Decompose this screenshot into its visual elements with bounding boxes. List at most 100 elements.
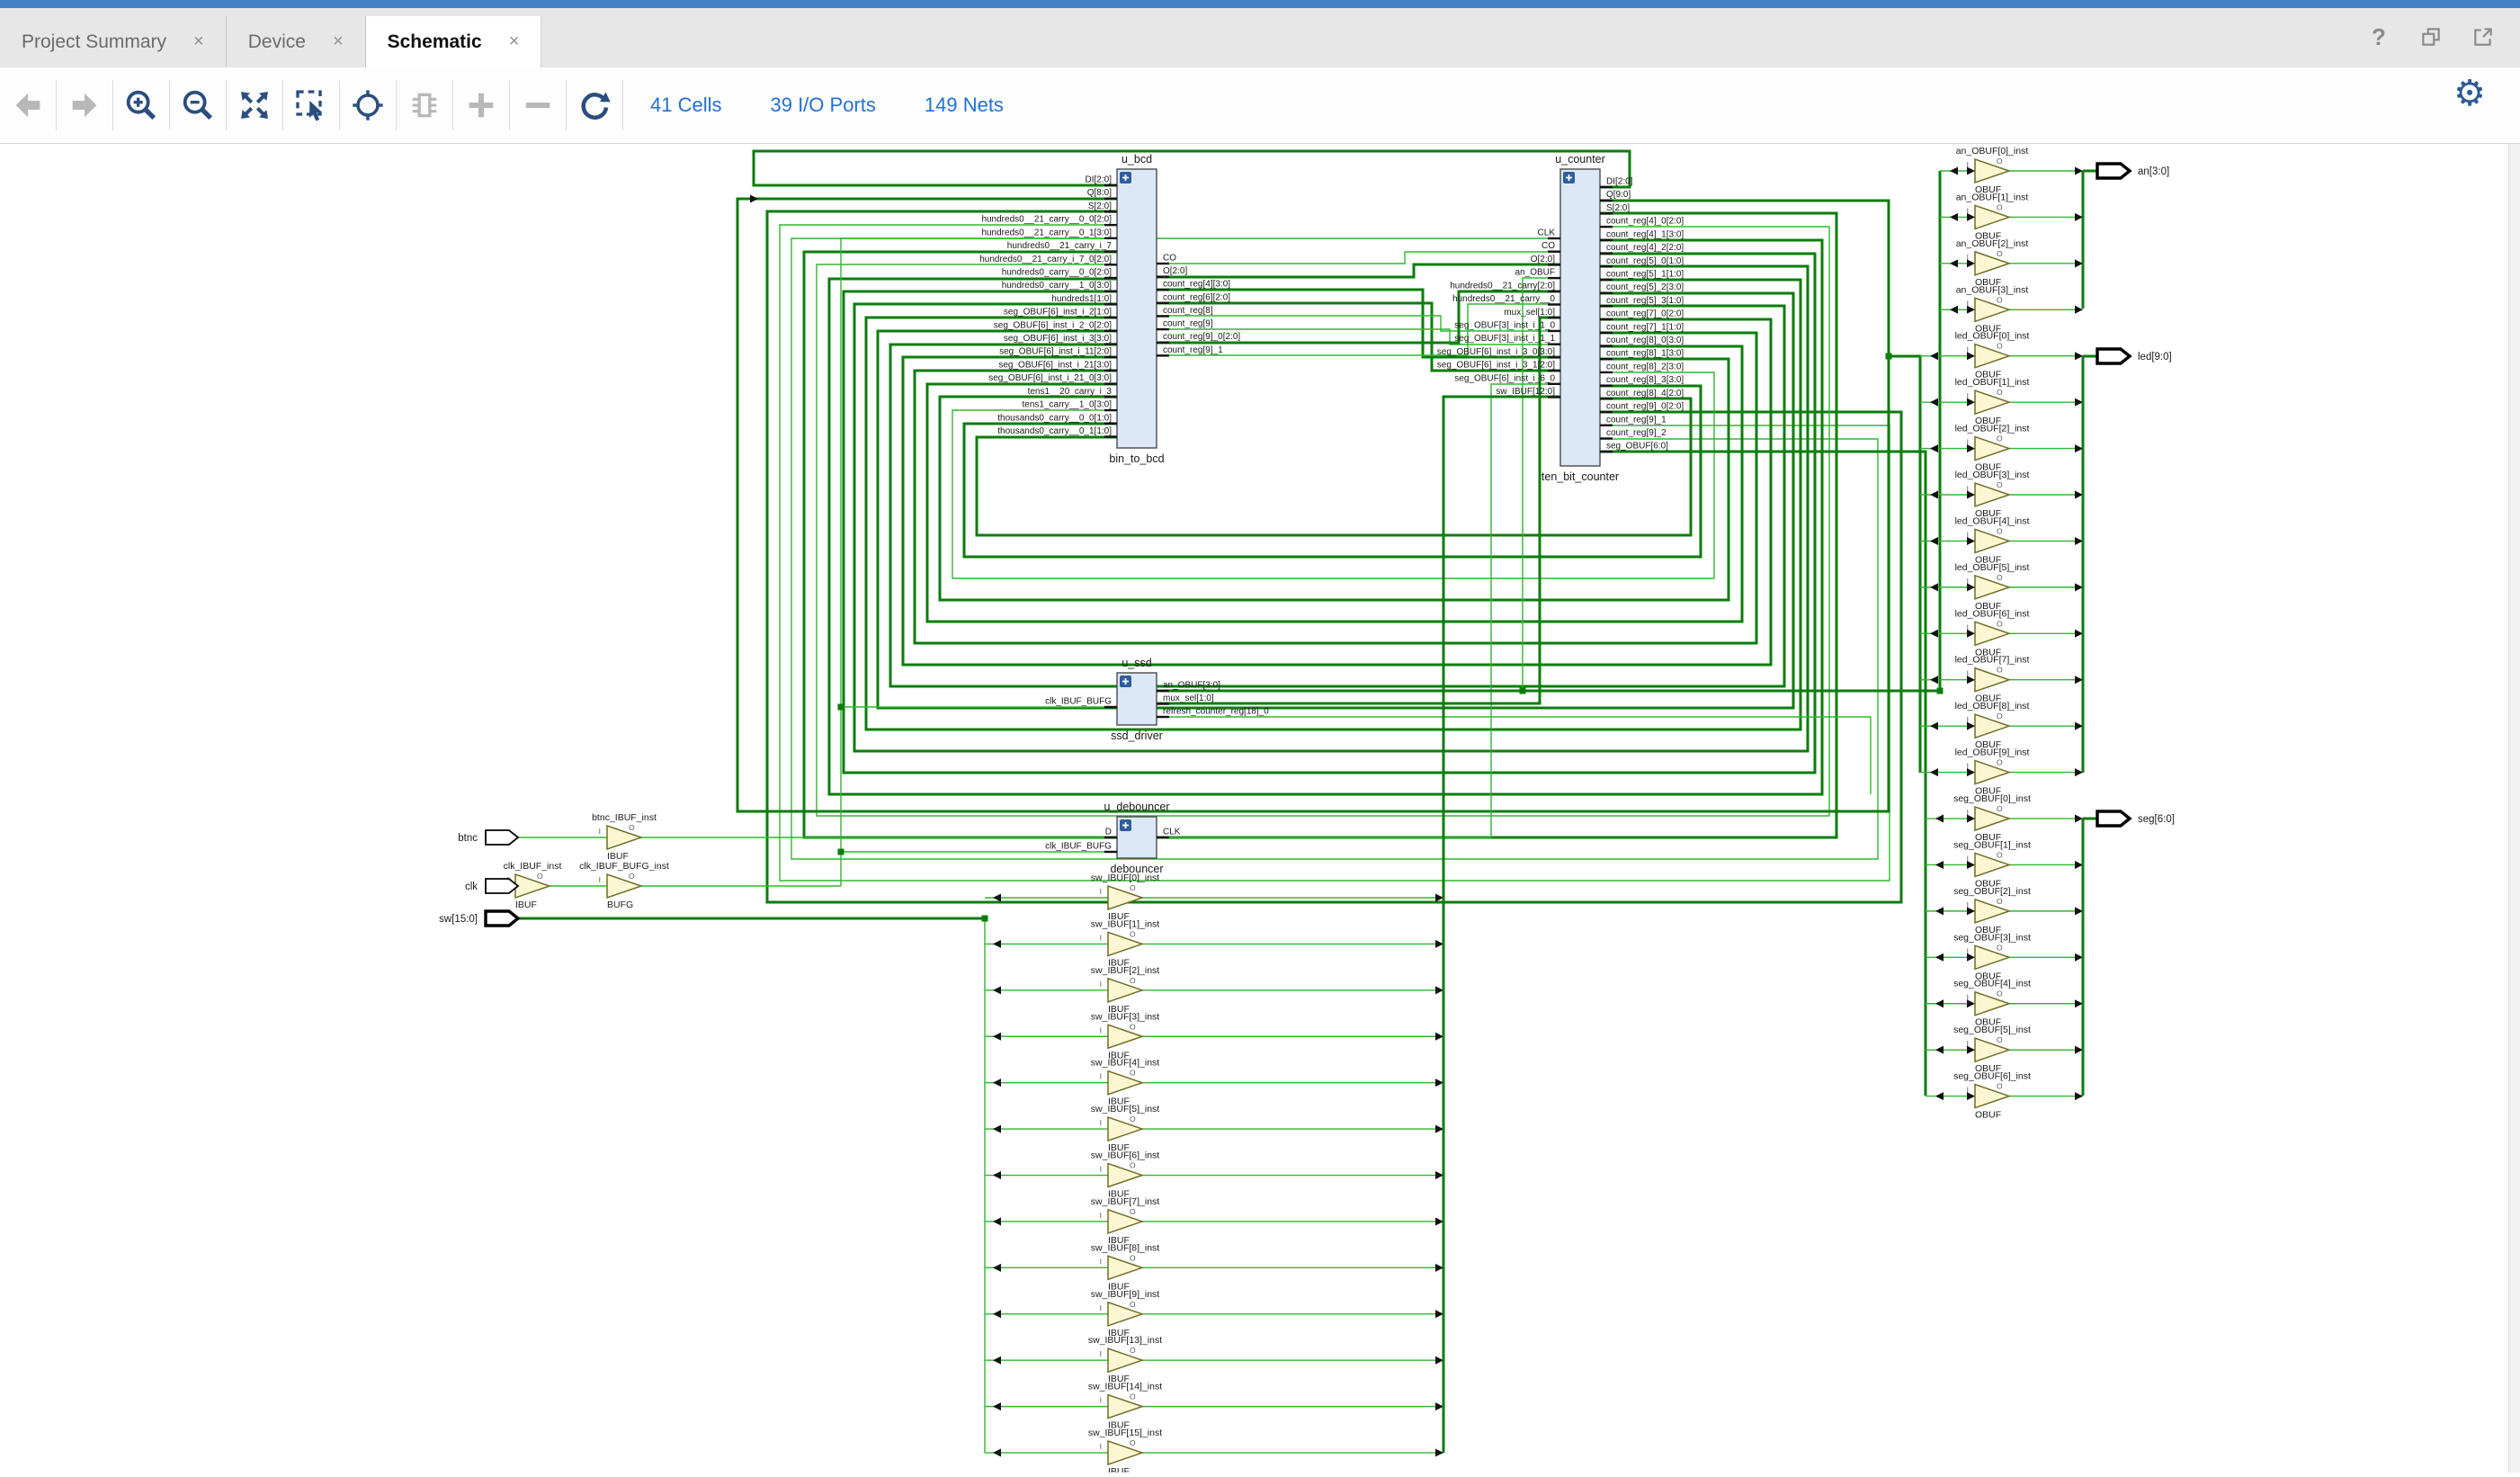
buffer-triangle[interactable] xyxy=(1108,1164,1142,1187)
cell-u_debouncer[interactable] xyxy=(1104,817,1169,858)
net-wire[interactable] xyxy=(1157,252,1560,264)
buffer-sw_IBUF[0]_inst[interactable] xyxy=(1108,886,1142,909)
buffer-an_OBUF[1]_inst[interactable] xyxy=(1975,205,2009,228)
buffer-led_OBUF[8]_inst[interactable] xyxy=(1975,714,2009,738)
buffer-triangle[interactable] xyxy=(1108,1348,1142,1372)
buffer-triangle[interactable] xyxy=(1108,1395,1142,1419)
tab-close-icon[interactable]: × xyxy=(333,31,344,52)
buffer-triangle[interactable] xyxy=(1975,159,2009,183)
buffer-triangle[interactable] xyxy=(1108,1117,1142,1141)
help-icon[interactable]: ? xyxy=(2365,23,2392,50)
buffer-led_OBUF[1]_inst[interactable] xyxy=(1975,390,2009,414)
buffer-seg_OBUF[1]_inst[interactable] xyxy=(1975,853,2009,876)
buffer-sw_IBUF[4]_inst[interactable] xyxy=(1108,1071,1142,1095)
port-symbol[interactable] xyxy=(2097,811,2130,826)
port-symbol[interactable] xyxy=(2097,349,2130,363)
buffer-led_OBUF[2]_inst[interactable] xyxy=(1975,437,2009,461)
port-seg[6:0][interactable] xyxy=(2097,811,2130,826)
port-an[3:0][interactable] xyxy=(2097,164,2130,178)
stat-link-41-cells[interactable]: 41 Cells xyxy=(650,94,721,117)
buffer-triangle[interactable] xyxy=(1975,992,2009,1016)
buffer-seg_OBUF[4]_inst[interactable] xyxy=(1975,992,2009,1016)
autofit-selection-button[interactable] xyxy=(340,77,396,133)
buffer-led_OBUF[3]_inst[interactable] xyxy=(1975,483,2009,506)
port-symbol[interactable] xyxy=(486,830,518,845)
buffer-seg_OBUF[2]_inst[interactable] xyxy=(1975,900,2009,923)
tab-close-icon[interactable]: × xyxy=(509,31,520,52)
buffer-triangle[interactable] xyxy=(1108,1256,1142,1279)
vertical-scrollbar[interactable] xyxy=(2508,144,2520,1473)
port-symbol[interactable] xyxy=(2097,164,2130,178)
buffer-an_OBUF[0]_inst[interactable] xyxy=(1975,159,2009,183)
regenerate-button[interactable] xyxy=(567,77,622,133)
buffer-triangle[interactable] xyxy=(1975,205,2009,228)
buffer-triangle[interactable] xyxy=(1975,945,2009,969)
float-window-icon[interactable] xyxy=(2417,23,2444,50)
buffer-triangle[interactable] xyxy=(1108,1210,1142,1233)
cell-body[interactable] xyxy=(1117,169,1157,448)
zoom-fit-button[interactable] xyxy=(227,77,282,133)
net-wire[interactable] xyxy=(1889,356,1920,773)
buffer-seg_OBUF[5]_inst[interactable] xyxy=(1975,1038,2009,1061)
zoom-in-button[interactable] xyxy=(113,77,169,133)
port-clk[interactable] xyxy=(486,879,518,893)
buffer-sw_IBUF[9]_inst[interactable] xyxy=(1108,1302,1142,1326)
buffer-triangle[interactable] xyxy=(1975,853,2009,876)
buffer-triangle[interactable] xyxy=(1975,437,2009,461)
buffer-triangle[interactable] xyxy=(607,874,641,898)
cell-body[interactable] xyxy=(1560,169,1600,466)
buffer-triangle[interactable] xyxy=(1975,529,2009,552)
port-symbol[interactable] xyxy=(486,879,518,893)
back-button[interactable] xyxy=(0,77,56,133)
tab-device[interactable]: Device× xyxy=(227,16,366,67)
buffer-triangle[interactable] xyxy=(1975,807,2009,830)
forward-button[interactable] xyxy=(57,77,112,133)
buffer-seg_OBUF[0]_inst[interactable] xyxy=(1975,807,2009,830)
buffer-triangle[interactable] xyxy=(1108,1071,1142,1095)
schematic-canvas[interactable]: u_bcdbin_to_bcdDI[2:0]Q[8:0]S[2:0]hundre… xyxy=(0,144,2509,1473)
tab-schematic[interactable]: Schematic× xyxy=(366,16,542,67)
buffer-sw_IBUF[15]_inst[interactable] xyxy=(1108,1441,1142,1464)
buffer-triangle[interactable] xyxy=(1108,1441,1142,1464)
zoom-selection-button[interactable] xyxy=(283,77,339,133)
net-wire[interactable] xyxy=(780,225,1890,881)
buffer-triangle[interactable] xyxy=(1108,1302,1142,1326)
buffer-triangle[interactable] xyxy=(607,826,641,849)
buffer-sw_IBUF[14]_inst[interactable] xyxy=(1108,1395,1142,1419)
open-external-icon[interactable] xyxy=(2470,23,2497,50)
buffer-led_OBUF[6]_inst[interactable] xyxy=(1975,622,2009,645)
net-wire[interactable] xyxy=(1443,397,1560,1453)
net-wire[interactable] xyxy=(1157,264,1560,277)
buffer-triangle[interactable] xyxy=(1975,576,2009,599)
port-led[9:0][interactable] xyxy=(2097,349,2130,363)
buffer-clk_IBUF_BUFG_inst[interactable] xyxy=(607,874,641,898)
buffer-triangle[interactable] xyxy=(1108,932,1142,955)
remove-button[interactable] xyxy=(510,77,566,133)
tab-close-icon[interactable]: × xyxy=(193,31,204,52)
buffer-triangle[interactable] xyxy=(1108,886,1142,909)
buffer-triangle[interactable] xyxy=(1975,483,2009,506)
buffer-sw_IBUF[5]_inst[interactable] xyxy=(1108,1117,1142,1141)
buffer-led_OBUF[4]_inst[interactable] xyxy=(1975,529,2009,552)
buffer-triangle[interactable] xyxy=(1108,979,1142,1002)
cell-u_counter[interactable] xyxy=(1548,169,1613,466)
buffer-sw_IBUF[8]_inst[interactable] xyxy=(1108,1256,1142,1279)
buffer-triangle[interactable] xyxy=(1108,1025,1142,1048)
stat-link-39-i-o-ports[interactable]: 39 I/O Ports xyxy=(770,94,875,117)
buffer-seg_OBUF[6]_inst[interactable] xyxy=(1975,1085,2009,1108)
buffer-led_OBUF[7]_inst[interactable] xyxy=(1975,668,2009,692)
buffer-an_OBUF[2]_inst[interactable] xyxy=(1975,252,2009,275)
buffer-triangle[interactable] xyxy=(1975,900,2009,923)
buffer-triangle[interactable] xyxy=(1975,622,2009,645)
zoom-out-button[interactable] xyxy=(170,77,226,133)
port-sw[15:0][interactable] xyxy=(486,911,518,926)
buffer-sw_IBUF[1]_inst[interactable] xyxy=(1108,932,1142,955)
buffer-triangle[interactable] xyxy=(1975,390,2009,414)
port-btnc[interactable] xyxy=(486,830,518,845)
tab-project-summary[interactable]: Project Summary× xyxy=(0,16,227,67)
buffer-triangle[interactable] xyxy=(1975,1038,2009,1061)
buffer-led_OBUF[9]_inst[interactable] xyxy=(1975,761,2009,784)
buffer-seg_OBUF[3]_inst[interactable] xyxy=(1975,945,2009,969)
buffer-led_OBUF[5]_inst[interactable] xyxy=(1975,576,2009,599)
buffer-led_OBUF[0]_inst[interactable] xyxy=(1975,345,2009,368)
